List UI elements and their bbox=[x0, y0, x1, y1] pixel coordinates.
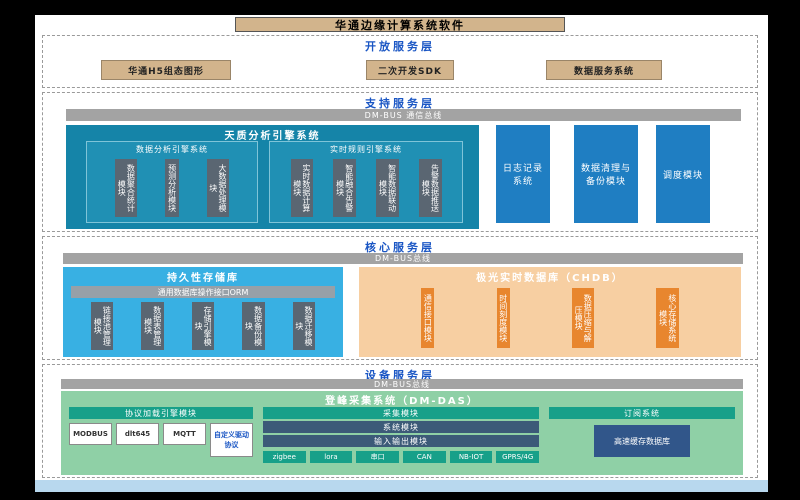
highspeed-cache-db-box: 高速缓存数据库 bbox=[594, 425, 690, 457]
persistent-storage-title: 持久性存储库 bbox=[167, 273, 239, 284]
module-box: 实时数据计算模块 bbox=[290, 159, 313, 217]
io-module-row: 输入输出模块 bbox=[263, 435, 539, 447]
open-box-data-service: 数据服务系统 bbox=[546, 60, 662, 80]
scheduler-module-box: 调度模块 bbox=[656, 125, 710, 223]
protocol-engine-title: 协议加载引擎模块 bbox=[69, 407, 253, 419]
module-box: 链接池管理模块 bbox=[91, 302, 114, 350]
module-box: 大数据处理模块 bbox=[206, 159, 229, 217]
module-box: 智能数据联动模块 bbox=[376, 159, 399, 217]
dmbus-core-bus-bar: DM-BUS总线 bbox=[63, 253, 743, 264]
open-service-layer: 开放服务层 华通H5组态图形 二次开发SDK 数据服务系统 bbox=[42, 35, 758, 88]
protocol-engine-area: 协议加载引擎模块 MODBUS dlt645 MQTT 自定义驱动协议 bbox=[69, 407, 253, 457]
das-title: 登峰采集系统（DM-DAS） bbox=[325, 396, 479, 407]
channel-box: GPRS/4G bbox=[496, 451, 540, 463]
bottom-strip bbox=[35, 480, 768, 492]
channel-box: 串口 bbox=[356, 451, 400, 463]
analysis-engine-system: 天质分析引擎系统 数据分析引擎系统 数据聚合统计模块 预测分析模块 大数据处理模… bbox=[66, 125, 479, 229]
realtime-rule-engine-title: 实时规则引擎系统 bbox=[330, 145, 402, 154]
support-layer-title: 支持服务层 bbox=[365, 97, 435, 110]
protocol-item: 自定义驱动协议 bbox=[210, 423, 253, 457]
channel-row: zigbee lora 串口 CAN NB-IOT GPRS/4G bbox=[263, 451, 540, 463]
channel-box: NB-IOT bbox=[449, 451, 493, 463]
module-box: 智能融合告警模块 bbox=[333, 159, 356, 217]
data-analysis-engine: 数据分析引擎系统 数据聚合统计模块 预测分析模块 大数据处理模块 bbox=[86, 141, 258, 223]
module-box: 存储引擎模块 bbox=[191, 302, 215, 350]
module-box: 核心存储系统模块 bbox=[656, 288, 679, 348]
open-box-sdk: 二次开发SDK bbox=[366, 60, 454, 80]
subscribe-system-title: 订阅系统 bbox=[549, 407, 735, 419]
protocol-item: MQTT bbox=[163, 423, 206, 445]
device-layer-title: 设备服务层 bbox=[365, 369, 435, 382]
core-layer-title: 核心服务层 bbox=[365, 241, 435, 254]
device-service-layer: 设备服务层 DM-BUS总线 登峰采集系统（DM-DAS） 协议加载引擎模块 M… bbox=[42, 364, 758, 478]
collect-module-bar: 采集模块 bbox=[263, 407, 539, 419]
data-cleanup-backup-box: 数据清理与备份模块 bbox=[574, 125, 638, 223]
module-box: 通信接口模块 bbox=[421, 288, 435, 348]
page-title: 华通边缘计算系统软件 bbox=[235, 17, 565, 32]
realtime-rule-engine: 实时规则引擎系统 实时数据计算模块 智能融合告警模块 智能数据联动模块 告警数据… bbox=[269, 141, 463, 223]
das-collection-system: 登峰采集系统（DM-DAS） 协议加载引擎模块 MODBUS dlt645 MQ… bbox=[61, 391, 743, 475]
storage-modules: 链接池管理模块 数据表管理模块 存储引擎模块 数据备份模块 数据迁移模块 bbox=[63, 302, 343, 350]
module-box: 数据压缩与解压模块 bbox=[571, 288, 595, 348]
realtime-db-box: 极光实时数据库（CHDB） 通信接口模块 时间刻度模块 数据压缩与解压模块 核心… bbox=[359, 267, 741, 357]
diagram-page: 华通边缘计算系统软件 开放服务层 华通H5组态图形 二次开发SDK 数据服务系统… bbox=[35, 15, 768, 492]
channel-box: lora bbox=[309, 451, 353, 463]
data-analysis-modules: 数据聚合统计模块 预测分析模块 大数据处理模块 bbox=[87, 159, 257, 217]
protocol-item: dlt645 bbox=[116, 423, 159, 445]
module-box: 数据聚合统计模块 bbox=[115, 159, 138, 217]
protocol-item: MODBUS bbox=[69, 423, 112, 445]
module-box: 告警数据推送模块 bbox=[419, 159, 442, 217]
channel-box: zigbee bbox=[263, 451, 306, 463]
realtime-db-modules: 通信接口模块 时间刻度模块 数据压缩与解压模块 核心存储系统模块 bbox=[359, 288, 741, 348]
support-service-layer: 支持服务层 DM-BUS 通信总线 天质分析引擎系统 数据分析引擎系统 数据聚合… bbox=[42, 92, 758, 232]
open-layer-title: 开放服务层 bbox=[365, 40, 435, 53]
realtime-rule-modules: 实时数据计算模块 智能融合告警模块 智能数据联动模块 告警数据推送模块 bbox=[270, 159, 462, 217]
collect-module-area: 采集模块 系统模块 输入输出模块 zigbee lora 串口 CAN NB-I… bbox=[263, 407, 540, 463]
module-box: 时间刻度模块 bbox=[496, 288, 510, 348]
dmbus-comm-bus-bar: DM-BUS 通信总线 bbox=[66, 109, 741, 121]
core-service-layer: 核心服务层 DM-BUS总线 持久性存储库 通用数据库操作接口ORM 链接池管理… bbox=[42, 236, 758, 360]
dmbus-device-bus-bar: DM-BUS总线 bbox=[61, 379, 743, 389]
log-record-system-box: 日志记录系统 bbox=[496, 125, 550, 223]
persistent-storage-box: 持久性存储库 通用数据库操作接口ORM 链接池管理模块 数据表管理模块 存储引擎… bbox=[63, 267, 343, 357]
module-box: 数据表管理模块 bbox=[141, 302, 164, 350]
channel-box: CAN bbox=[403, 451, 446, 463]
data-analysis-engine-title: 数据分析引擎系统 bbox=[136, 145, 208, 154]
realtime-db-title: 极光实时数据库（CHDB） bbox=[476, 273, 624, 284]
analysis-engine-title: 天质分析引擎系统 bbox=[224, 131, 321, 142]
module-box: 数据迁移模块 bbox=[292, 302, 315, 350]
open-box-h5-graphics: 华通H5组态图形 bbox=[101, 60, 231, 80]
system-module-row: 系统模块 bbox=[263, 421, 539, 433]
module-box: 预测分析模块 bbox=[165, 159, 179, 217]
orm-interface-bar: 通用数据库操作接口ORM bbox=[71, 286, 335, 298]
module-box: 数据备份模块 bbox=[242, 302, 265, 350]
subscribe-system-area: 订阅系统 高速缓存数据库 bbox=[549, 407, 735, 457]
protocol-items: MODBUS dlt645 MQTT 自定义驱动协议 bbox=[69, 423, 253, 457]
